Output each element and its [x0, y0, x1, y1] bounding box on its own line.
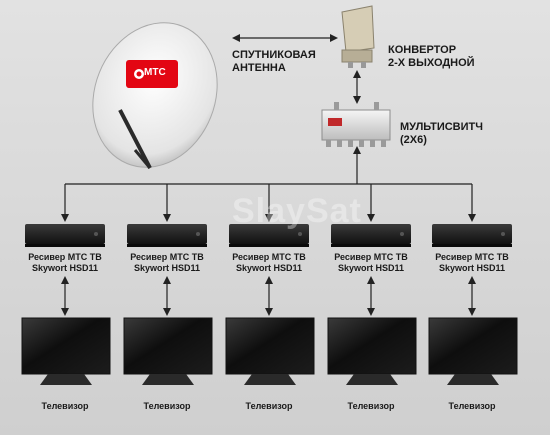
mts-logo-text: МТС: [144, 67, 166, 78]
tv-3: [225, 317, 315, 385]
dish-arm: [118, 109, 152, 169]
tv-label-4: Телевизор: [347, 401, 395, 411]
antenna-label: СПУТНИКОВАЯ АНТЕННА: [232, 49, 316, 75]
multiswitch-label: МУЛЬТИСВИТЧ (2Х6): [400, 121, 483, 147]
tv-label-1: Телевизор: [41, 401, 89, 411]
tv-label-2: Телевизор: [143, 401, 191, 411]
converter-device: [341, 5, 375, 68]
converter-label: КОНВЕРТОР 2-Х ВЫХОДНОЙ: [388, 44, 475, 70]
converter-label-line2: 2-Х ВЫХОДНОЙ: [388, 57, 475, 69]
receiver-4: [331, 224, 411, 247]
receiver-2: [127, 224, 207, 247]
receiver-boxes: [25, 224, 512, 247]
multiswitch-label-line2: (2Х6): [400, 134, 427, 146]
tv-1: [21, 317, 111, 385]
multiswitch-label-line1: МУЛЬТИСВИТЧ: [400, 121, 483, 133]
mts-logo: [126, 60, 178, 88]
tv-sets: [21, 317, 518, 385]
antenna-label-line1: СПУТНИКОВАЯ: [232, 49, 316, 61]
tv-5: [428, 317, 518, 385]
connection-arrows: [61, 34, 476, 316]
antenna-label-line2: АНТЕННА: [232, 62, 286, 74]
receiver-5: [432, 224, 512, 247]
tv-label-5: Телевизор: [448, 401, 496, 411]
tv-4: [327, 317, 417, 385]
receiver-3: [229, 224, 309, 247]
watermark: SlaySat: [232, 192, 362, 230]
multiswitch-device: [321, 102, 391, 147]
converter-label-line1: КОНВЕРТОР: [388, 44, 457, 56]
satellite-dish: [92, 22, 218, 169]
tv-2: [123, 317, 213, 385]
receiver-1: [25, 224, 105, 247]
tv-label-3: Телевизор: [245, 401, 293, 411]
